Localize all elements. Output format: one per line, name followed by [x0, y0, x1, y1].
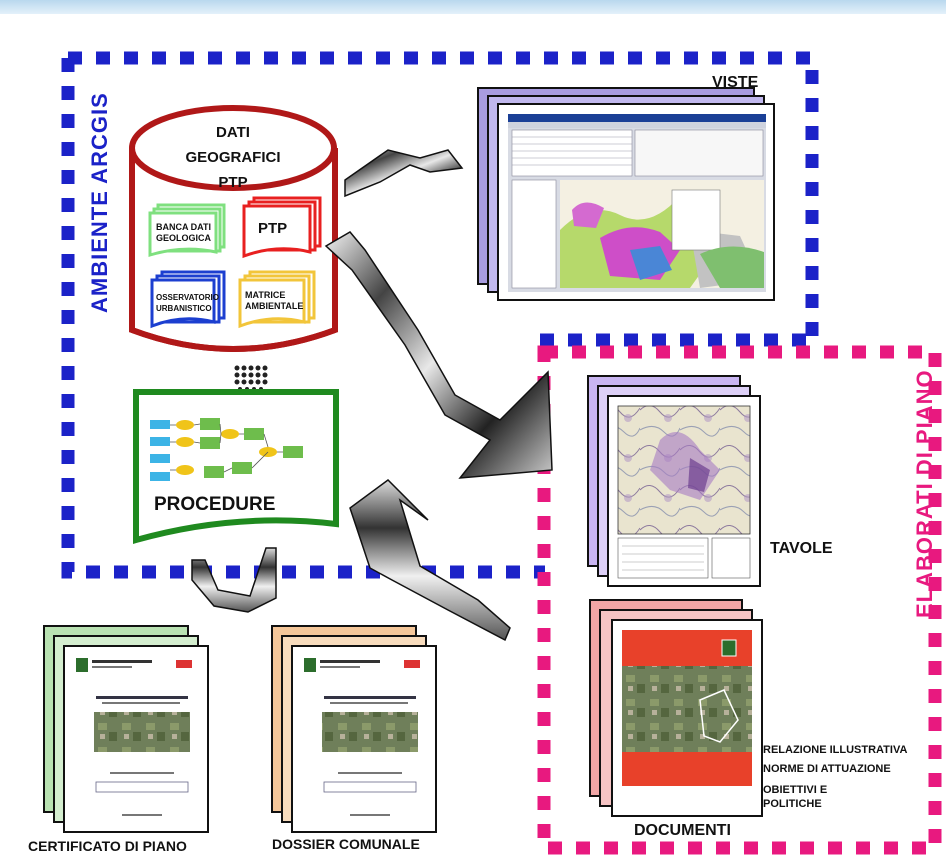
arcgis-frame — [61, 51, 819, 579]
procedure-label: PROCEDURE — [154, 494, 276, 515]
procedure-flowchart-icon — [150, 418, 303, 481]
certificato-cover-icon — [76, 658, 192, 816]
arrow-to-certificati — [191, 547, 277, 613]
politiche-label: POLITICHE — [763, 798, 822, 810]
dossier-label: DOSSIER COMUNALE — [272, 836, 420, 852]
ambiente-arcgis-label: AMBIENTE ARCGIS — [87, 92, 112, 313]
documenti-label: DOCUMENTI — [634, 822, 731, 839]
matrice-stack — [238, 270, 316, 329]
osservatorio-stack — [150, 270, 226, 329]
elaborati-di-piano-label: ELABORATI DI PIANO — [912, 369, 937, 618]
banca-dati-label: BANCA DATI GEOLOGICA — [156, 222, 212, 243]
database-title-line1: DATI — [216, 124, 250, 141]
arrow-from-elaborati — [349, 479, 511, 642]
relazione-label: RELAZIONE ILLUSTRATIVA — [763, 744, 908, 756]
norme-label: NORME DI ATTUAZIONE — [763, 763, 891, 775]
banca-dati-stack — [148, 203, 226, 258]
arrow-to-viste — [344, 149, 464, 198]
viste-screenshot-icon — [508, 114, 766, 292]
database-title-line3: PTP — [218, 174, 248, 191]
arrow-to-tavole — [324, 231, 553, 479]
elaborati-frame — [537, 345, 942, 855]
database-title-line2: GEOGRAFICI — [185, 149, 281, 166]
obiettivi-label: OBIETTIVI E — [763, 784, 828, 796]
documenti-cover-icon — [622, 630, 752, 808]
ptp-box-label: PTP — [258, 220, 288, 237]
matrice-label: MATRICE AMBIENTALE — [245, 290, 304, 311]
osservatorio-label: OSSERVATORIO URBANISTICO — [156, 293, 219, 313]
viste-label: VISTE — [712, 74, 759, 91]
ptp-stack — [242, 196, 322, 259]
dossier-cover-icon — [304, 658, 420, 816]
top-gradient-band — [0, 0, 946, 14]
certificato-label: CERTIFICATO DI PIANO — [28, 838, 187, 854]
tavole-map-icon — [617, 405, 751, 579]
database-title: DATI GEOGRAFICI PTP — [183, 120, 283, 195]
tavole-label: TAVOLE — [770, 540, 833, 557]
